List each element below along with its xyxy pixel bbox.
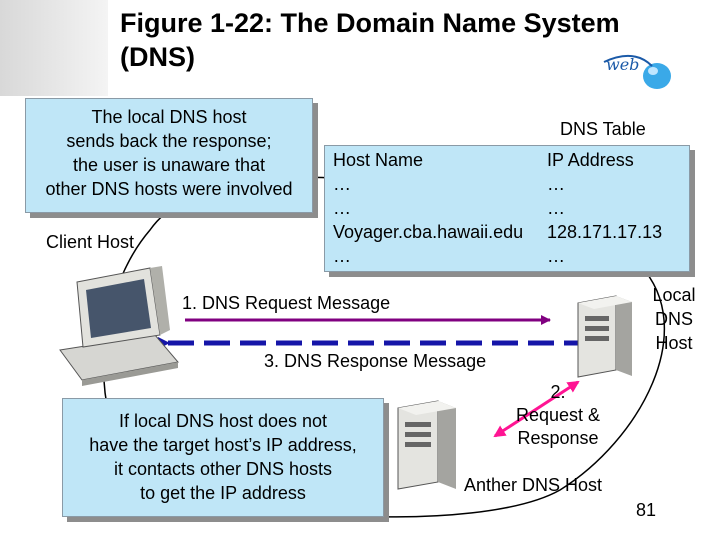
dns-table-header-ip: IP Address [547, 150, 634, 170]
lookup-info-line: to get the IP address [140, 483, 306, 503]
slide-title-line-1: Figure 1-22: The Domain Name System [120, 8, 620, 38]
lookup-info-line: have the target host’s IP address, [89, 435, 357, 455]
local-dns-host-label: Local DNS Host [644, 283, 704, 355]
web-logo: web [603, 55, 671, 89]
dns-table-cell: … [547, 246, 565, 266]
response-info-line: the user is unaware that [72, 155, 266, 175]
another-dns-host-label: Anther DNS Host [464, 475, 603, 495]
dns-table-box: Host Name IP Address … … … … Voyager.cba… [324, 145, 690, 272]
step2-label-line: Response [517, 428, 599, 448]
dns-table-header-host: Host Name [333, 150, 424, 170]
title-side-bar [0, 0, 108, 96]
response-info-box: The local DNS host sends back the respon… [25, 98, 313, 213]
client-computer-icon [59, 266, 179, 386]
local-dns-server-icon [577, 295, 632, 378]
local-dns-host-label-line: DNS [654, 309, 693, 329]
response-info-line: other DNS hosts were involved [45, 179, 293, 199]
client-host-label: Client Host [46, 232, 135, 252]
local-dns-host-label-line: Local [652, 285, 696, 305]
step2-arrow [493, 380, 580, 438]
response-info-line: The local DNS host [91, 107, 247, 127]
another-dns-server-icon [397, 400, 456, 490]
step2-label: 2. Request & Response [500, 381, 616, 450]
step2-label-line: 2. [550, 382, 566, 402]
dns-table-cell: … [547, 198, 565, 218]
request-message-label: 1. DNS Request Message [182, 293, 391, 313]
dns-table-cell: … [333, 198, 351, 218]
dns-table-cell: Voyager.cba.hawaii.edu [333, 222, 524, 242]
lookup-info-line: If local DNS host does not [118, 411, 328, 431]
response-message-label: 3. DNS Response Message [264, 351, 487, 371]
svg-text:web: web [606, 55, 639, 74]
slide-title-line-2: (DNS) [120, 42, 195, 72]
dns-table-cell: … [547, 174, 565, 194]
response-info-text: The local DNS host sends back the respon… [26, 99, 312, 201]
step2-label-line: Request & [515, 405, 601, 425]
page-number: 81 [636, 500, 657, 520]
dns-table-cell: 128.171.17.13 [547, 222, 663, 242]
lookup-info-line: it contacts other DNS hosts [113, 459, 333, 479]
slide-title: Figure 1-22: The Domain Name System (DNS… [120, 6, 680, 74]
local-dns-host-label-line: Host [655, 333, 693, 353]
dns-table-title: DNS Table [560, 119, 646, 139]
response-info-line: sends back the response; [66, 131, 272, 151]
lookup-info-text: If local DNS host does not have the targ… [63, 399, 383, 505]
dns-table-cell: … [333, 174, 351, 194]
lookup-info-box: If local DNS host does not have the targ… [62, 398, 384, 517]
dns-table-cell: … [333, 246, 351, 266]
